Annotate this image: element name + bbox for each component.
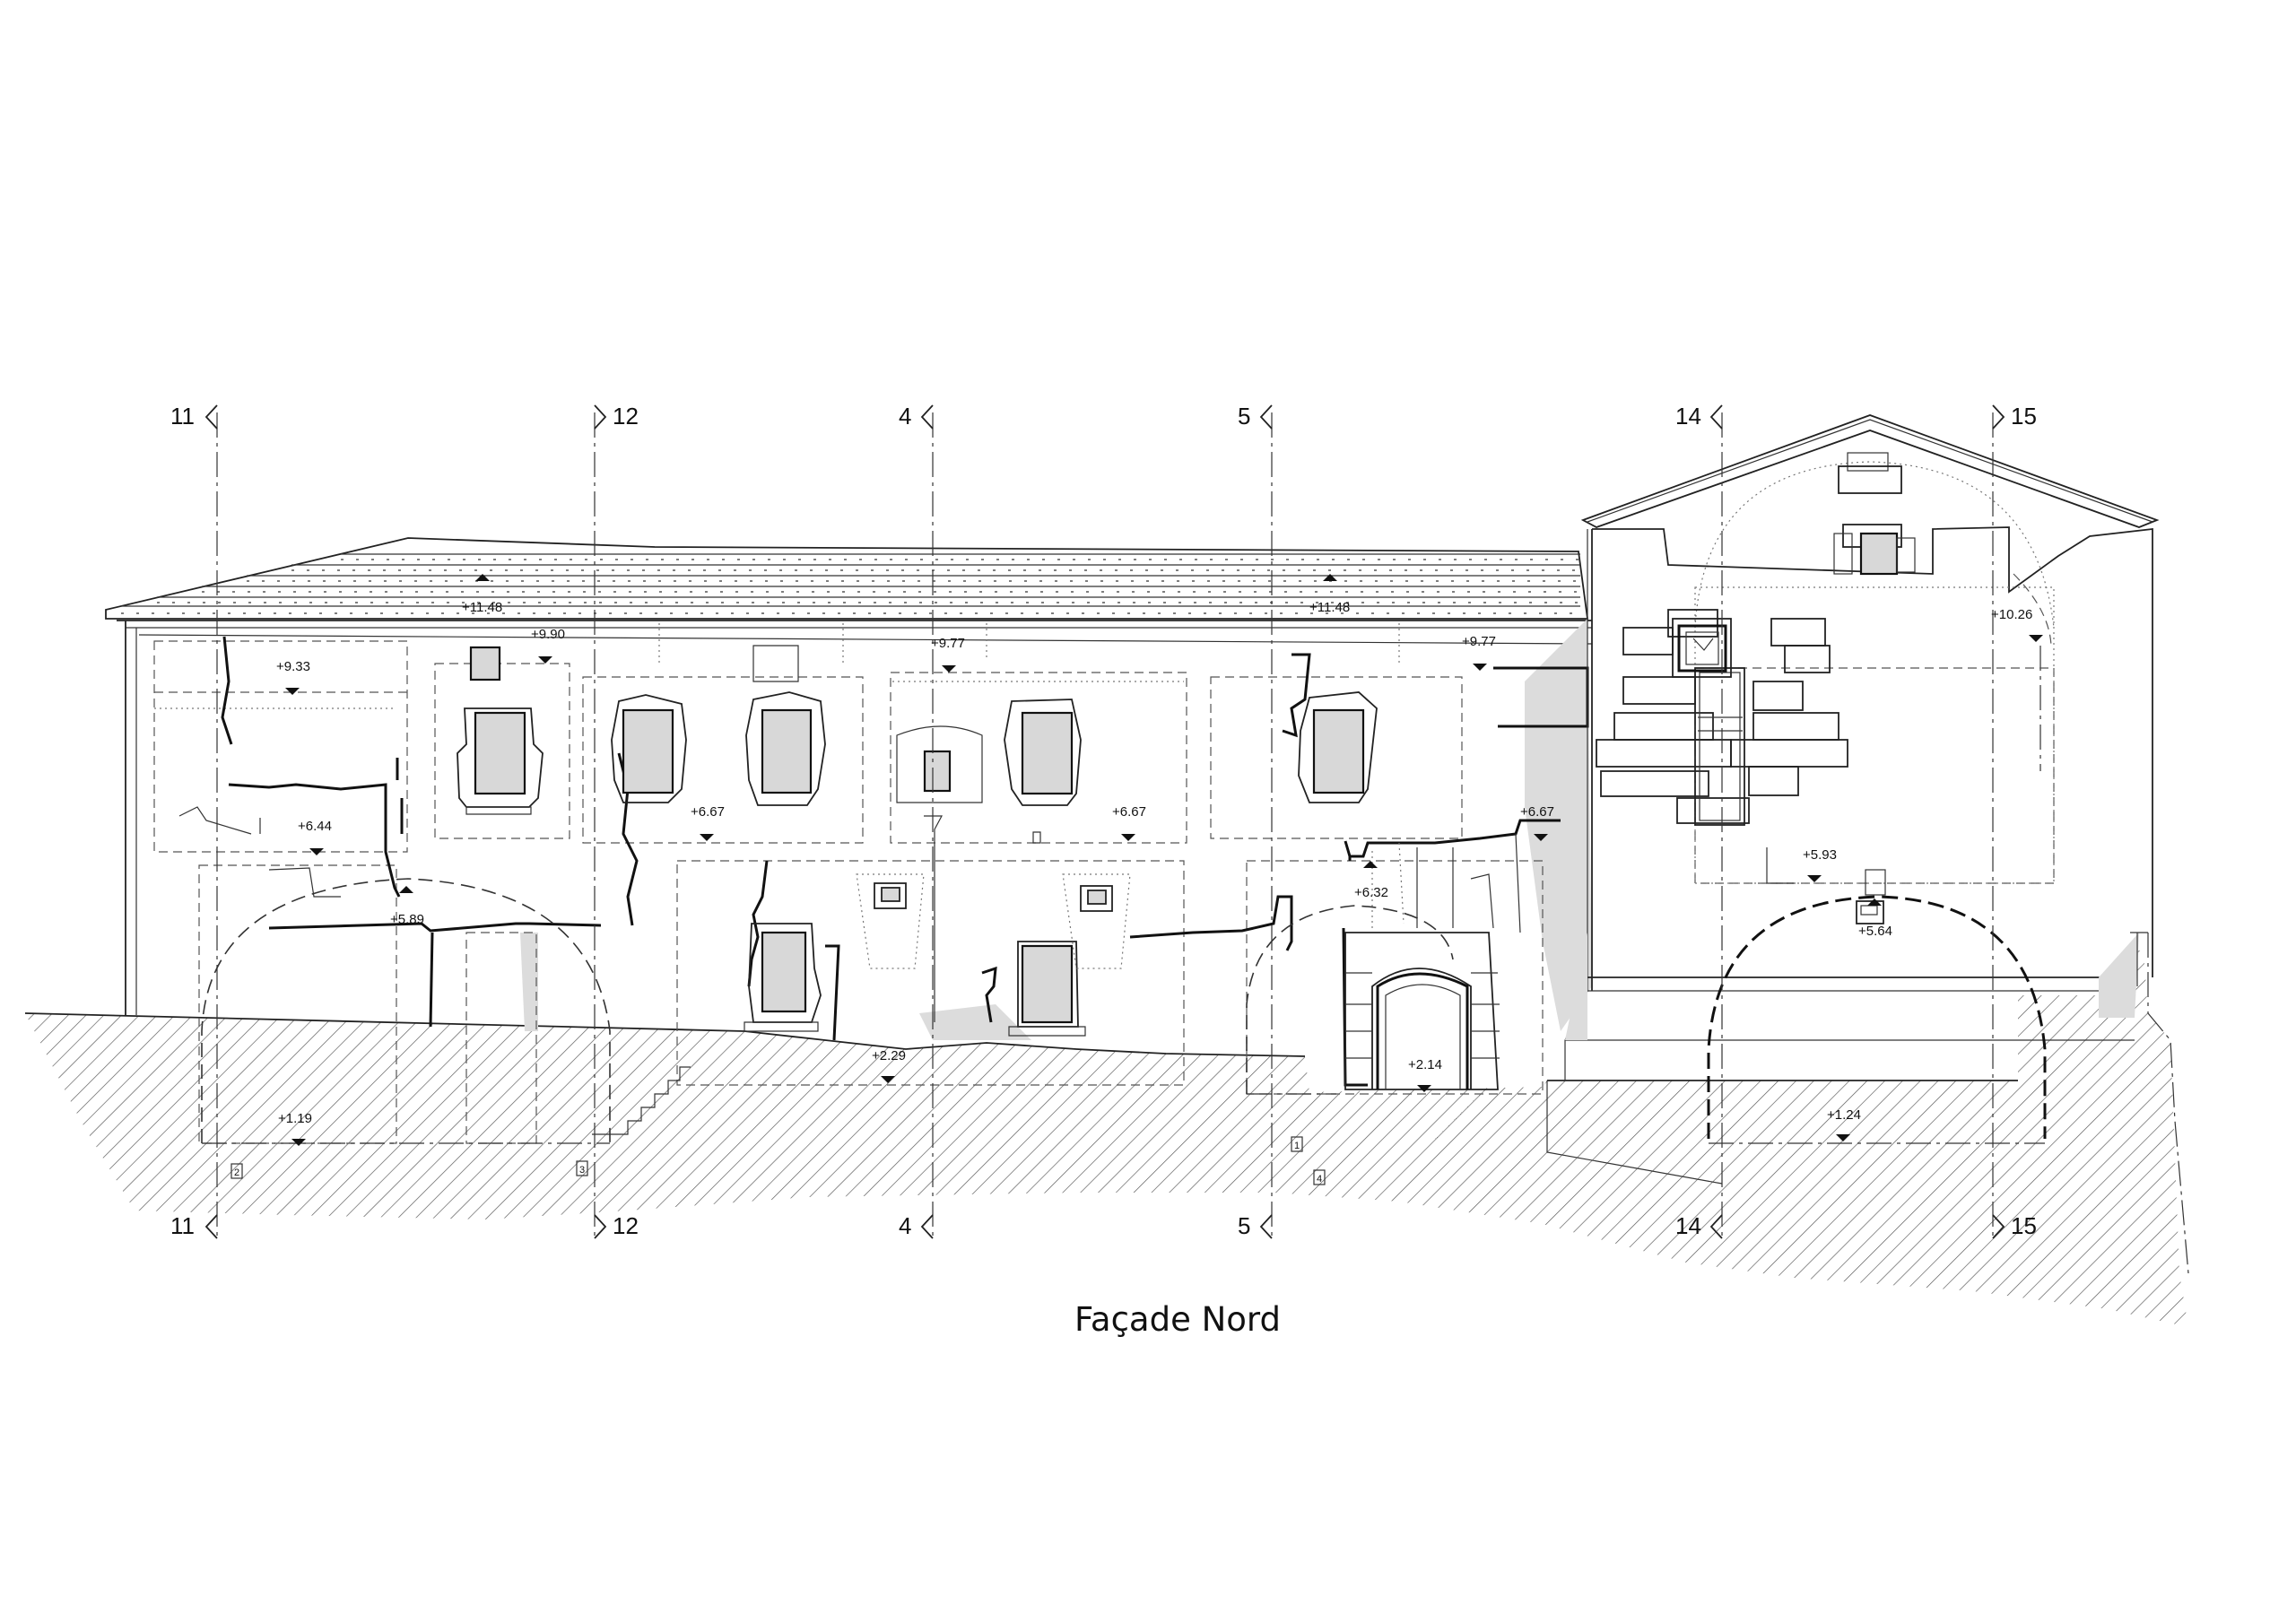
level-floor1-center2: +6.67 xyxy=(1112,804,1146,820)
window-6 xyxy=(744,923,822,1032)
window-7 xyxy=(1008,941,1086,1037)
axis-label-top-4: 4 xyxy=(899,403,911,430)
axis-label-bottom-11: 11 xyxy=(170,1212,195,1239)
level-floor2-center: +9.77 xyxy=(931,636,965,651)
level-tower-mid: +5.93 xyxy=(1803,847,1837,863)
level-cornice: +9.90 xyxy=(531,627,565,642)
main-building xyxy=(105,537,1593,1144)
numbered-markers: 1 2 3 4 xyxy=(230,1136,1326,1185)
marker-1: 1 xyxy=(1294,1141,1300,1151)
marker-3: 3 xyxy=(579,1165,585,1176)
window-4 xyxy=(1004,699,1082,806)
ground-door xyxy=(1344,932,1500,1090)
level-arch-right: +6.32 xyxy=(1354,885,1388,900)
level-cellar-right: +1.24 xyxy=(1827,1107,1861,1123)
level-floor2-right: +9.77 xyxy=(1462,634,1496,649)
axis-label-bottom-5: 5 xyxy=(1238,1212,1250,1239)
level-roof-ridge-left: +11.48 xyxy=(462,600,502,615)
axis-label-bottom-15: 15 xyxy=(2011,1212,2037,1239)
level-ground-door: +2.14 xyxy=(1408,1057,1442,1072)
marker-2: 2 xyxy=(234,1167,239,1178)
marker-4: 4 xyxy=(1317,1174,1322,1185)
axis-label-top-12: 12 xyxy=(613,403,639,430)
level-roof-ridge-right: +11.48 xyxy=(1309,600,1350,615)
level-floor2-left: +9.33 xyxy=(276,659,310,674)
roof-tiles xyxy=(105,537,1589,620)
ground-section xyxy=(24,950,2188,1327)
level-floor1-left: +6.44 xyxy=(298,819,332,834)
level-ground-center: +2.29 xyxy=(872,1048,906,1063)
window-2 xyxy=(611,694,687,803)
level-floor1-center: +6.67 xyxy=(691,804,725,820)
level-tower-arch: +5.64 xyxy=(1858,924,1892,939)
level-vault-left: +5.89 xyxy=(390,912,424,927)
axis-label-top-14: 14 xyxy=(1675,403,1701,430)
axis-label-top-11: 11 xyxy=(170,403,195,430)
drawing-title: Façade Nord xyxy=(1074,1300,1281,1339)
axis-label-bottom-4: 4 xyxy=(899,1212,911,1239)
tower xyxy=(1564,414,2189,1274)
window-1 xyxy=(457,707,544,815)
axis-label-top-5: 5 xyxy=(1238,403,1250,430)
axis-label-bottom-12: 12 xyxy=(613,1212,639,1239)
level-floor1-right: +6.67 xyxy=(1520,804,1554,820)
level-cellar-left: +1.19 xyxy=(278,1111,312,1126)
level-tower-upper: +10.26 xyxy=(1991,607,2032,622)
window-3 xyxy=(745,645,826,806)
axis-label-top-15: 15 xyxy=(2011,403,2037,430)
axis-label-bottom-14: 14 xyxy=(1675,1212,1701,1239)
grid-axes: 11 12 4 5 14 15 11 12 4 5 14 15 xyxy=(170,403,2037,1239)
window-5 xyxy=(1298,691,1378,803)
level-markers: +11.48 +11.48 +9.90 +9.33 +9.77 +9.77 +1… xyxy=(276,574,2043,1146)
